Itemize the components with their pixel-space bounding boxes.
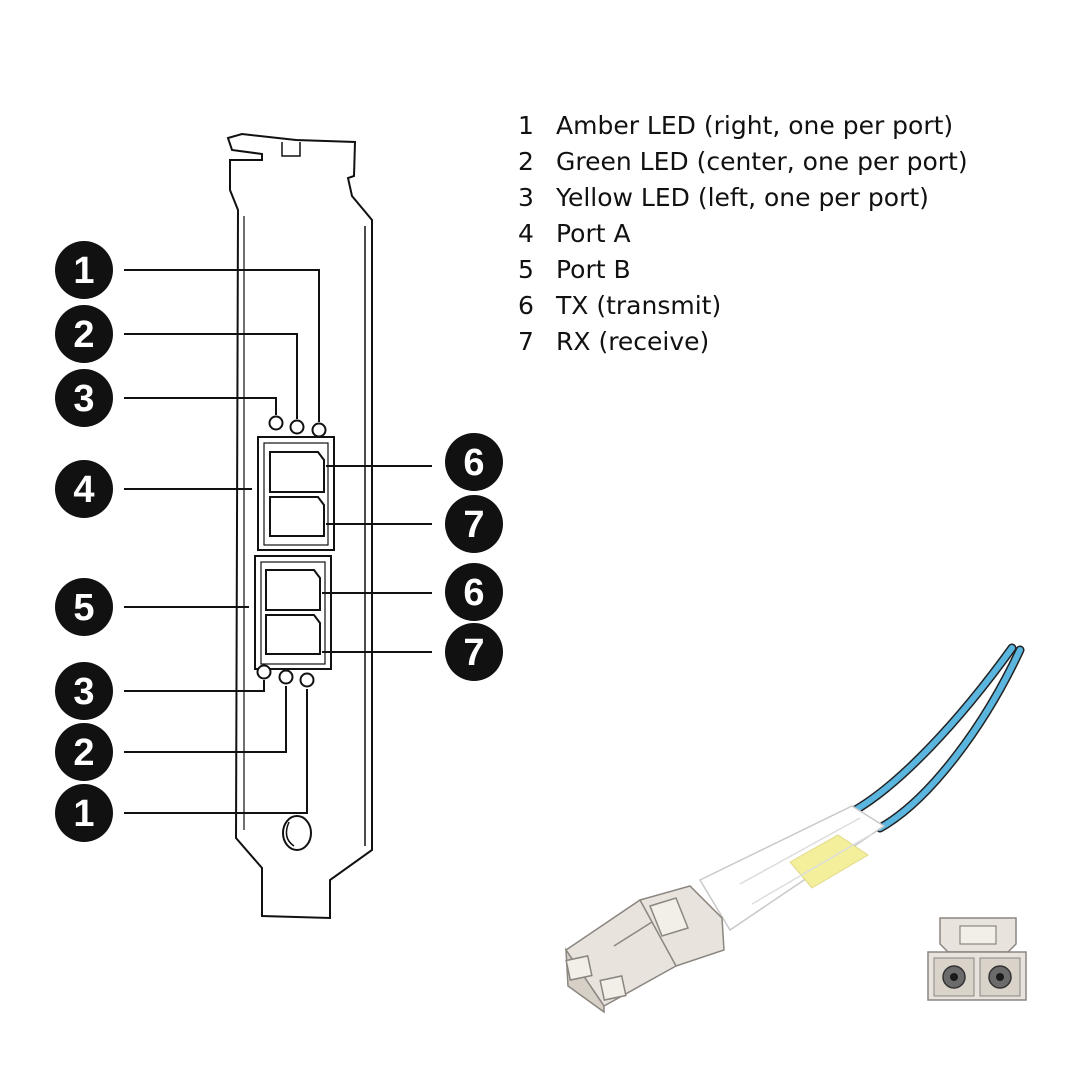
legend-item: 6 TX (transmit) [518,288,968,324]
callout-number: 7 [463,632,484,674]
legend-number: 6 [518,291,534,320]
legend-label: Yellow LED (left, one per port) [556,183,929,212]
legend-label: Port A [556,219,631,248]
legend-label: TX (transmit) [556,291,722,320]
legend-number: 4 [518,219,534,248]
legend: 1 Amber LED (right, one per port) 2 Green … [518,108,968,360]
legend-item: 3 Yellow LED (left, one per port) [518,180,968,216]
legend-number: 2 [518,147,534,176]
callout-right-7-top: 7 [445,495,503,553]
legend-item: 4 Port A [518,216,968,252]
callout-left-2-bottom: 2 [55,723,113,781]
callout-number: 2 [73,314,94,356]
lc-connector-end-view [927,917,1027,1001]
lc-fiber-cable [564,643,1027,1014]
led-group-port-a [268,415,327,438]
callout-number: 7 [463,504,484,546]
callout-number: 4 [73,469,94,511]
fiber-strand-2-fill [877,647,1023,831]
callout-left-4: 4 [55,460,113,518]
yellow-led-port-b [256,664,272,680]
callout-right-6-bottom: 6 [445,563,503,621]
callout-left-3-bottom: 3 [55,662,113,720]
legend-number: 3 [518,183,534,212]
lc-connector-body [564,885,725,1014]
green-led-port-b [278,669,294,685]
legend-item: 1 Amber LED (right, one per port) [518,108,968,144]
callout-number: 3 [73,378,94,420]
amber-led-port-b [299,672,315,688]
amber-led-port-a [311,422,327,438]
callout-right-6-top: 6 [445,433,503,491]
callout-right-7-bottom: 7 [445,623,503,681]
legend-item: 5 Port B [518,252,968,288]
connector-boot [698,805,886,932]
callout-number: 1 [73,793,94,835]
port-a-tx-slot [269,451,325,493]
legend-label: Port B [556,255,631,284]
callout-number: 1 [73,250,94,292]
fiber-strand-2 [875,645,1025,833]
legend-label: RX (receive) [556,327,710,356]
callout-number: 2 [73,732,94,774]
yellow-led-port-a [268,415,284,431]
callout-left-1-top: 1 [55,241,113,299]
legend-number: 7 [518,327,534,356]
legend-item: 2 Green LED (center, one per port) [518,144,968,180]
callout-number: 6 [463,572,484,614]
port-a-rx-slot [269,496,325,537]
callout-left-2-top: 2 [55,305,113,363]
port-b [254,555,332,670]
callout-left-3-top: 3 [55,369,113,427]
mounting-hole [282,815,312,851]
pcie-bracket [226,132,373,920]
callout-number: 3 [73,671,94,713]
callout-left-1-bottom: 1 [55,784,113,842]
green-led-port-a [289,419,305,435]
port-b-tx-slot [265,569,321,611]
callout-left-5: 5 [55,578,113,636]
port-a [257,436,335,551]
port-b-rx-slot [265,614,321,655]
legend-item: 7 RX (receive) [518,324,968,360]
callout-number: 5 [73,587,94,629]
legend-number: 1 [518,111,534,140]
legend-label: Amber LED (right, one per port) [556,111,954,140]
leader-lines [124,269,432,814]
fiber-strand-1-fill [849,645,1015,815]
callout-number: 6 [463,442,484,484]
legend-number: 5 [518,255,534,284]
led-group-port-b [256,664,315,688]
legend-label: Green LED (center, one per port) [556,147,968,176]
